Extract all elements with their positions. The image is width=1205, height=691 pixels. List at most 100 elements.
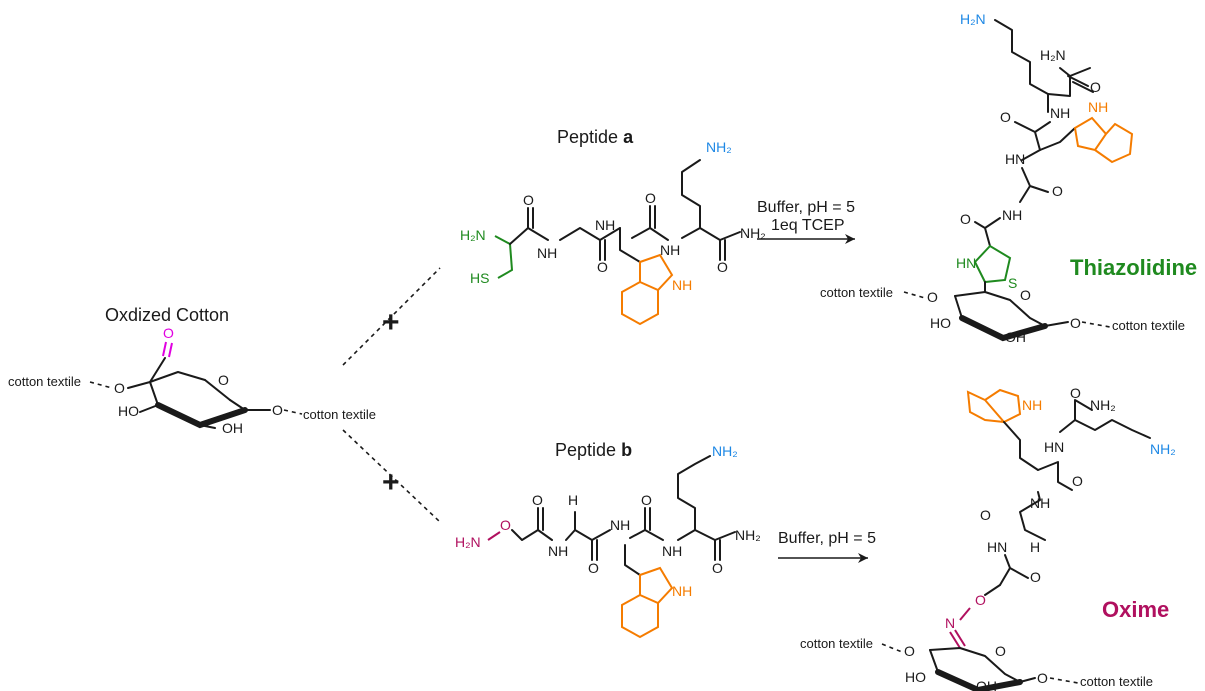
oxime-ho: HO: [905, 669, 926, 685]
cotton-textile-label-right: cotton textile: [303, 407, 376, 422]
peptide-a-backbone: [509, 205, 726, 261]
oxime-nh-2: NH: [1030, 495, 1050, 511]
carbonyl-o-3: O: [645, 190, 656, 206]
peptide-b-lys-amine: NH₂: [712, 443, 738, 459]
ho-bond: [139, 404, 159, 413]
plus-sign-top: +: [382, 306, 400, 339]
prod-a-ring-o: O: [1020, 287, 1031, 303]
oxime-oh: OH: [976, 678, 997, 691]
peptide-b-label: Peptide b: [555, 440, 632, 460]
oxime-o-left: O: [904, 643, 915, 659]
prod-a-o-left: O: [927, 289, 938, 305]
peptide-b-nh1: NH: [548, 543, 568, 559]
peptide-b-structure: Peptide b H₂N O O NH H O NH O NH O NH₂ N…: [455, 440, 761, 639]
oxime-indole: [966, 388, 1022, 424]
prod-a-nh-2: HN: [1005, 151, 1025, 167]
peptide-b-trp-ch2: [624, 544, 641, 576]
oxime-nh-3: HN: [987, 539, 1007, 555]
prod-a-indole: [1073, 116, 1134, 164]
aminooxy-nh2: H₂N: [455, 534, 481, 550]
peptide-b-nh3: NH: [662, 543, 682, 559]
trp-ch2: [619, 227, 641, 263]
prod-a-ho: HO: [930, 315, 951, 331]
oxime-backbone-1: [1037, 461, 1073, 491]
plus-sign-bottom: +: [382, 466, 400, 499]
peptide-b-c-term: NH₂: [735, 527, 761, 543]
prod-a-carboxamide: [1047, 67, 1094, 97]
upper-dashed-line: [342, 267, 441, 366]
prod-a-carbonyl-o4: O: [960, 211, 971, 227]
lys-sidechain: [681, 159, 701, 229]
trp-nh: NH: [672, 277, 692, 293]
peptide-b-backbone: [629, 507, 736, 561]
thiazolidine-product: Thiazolidine H₂N H₂N O NH O NH HN O NH O…: [820, 11, 1197, 345]
amide-nh-3: NH: [660, 242, 680, 258]
thiazolidine-label: Thiazolidine: [1070, 255, 1197, 280]
prod-a-o-right: O: [1070, 315, 1081, 331]
oxime-nh-1: HN: [1044, 439, 1064, 455]
prod-a-sugar-side: [954, 295, 963, 319]
peptide-b-gly: [565, 511, 611, 561]
oxime-c-term: NH₂: [1090, 397, 1116, 413]
prod-a-sugar-bold: [959, 315, 1048, 342]
o-right-label: O: [272, 402, 283, 418]
oxime-backbone-2: [1019, 491, 1046, 541]
oxime-cotton-right: cotton textile: [1080, 674, 1153, 689]
bottom-arrow-head: [858, 553, 868, 563]
oxime-indole-nh: NH: [1022, 397, 1042, 413]
aminooxy-o: O: [500, 517, 511, 533]
carbonyl-o-4: O: [717, 259, 728, 275]
peptide-a-structure: Peptide a H₂N HS O NH O NH O NH O NH₂ NH…: [460, 127, 766, 326]
o-link-bond: [127, 381, 151, 389]
oxime-on-bond: [959, 607, 971, 621]
o-link-label: O: [114, 380, 125, 396]
cys-thiol: HS: [470, 270, 489, 286]
peptide-b-indole-nh: NH: [672, 583, 692, 599]
ring-oxygen: O: [218, 372, 229, 388]
oxime-n: N: [945, 615, 955, 631]
peptide-a-label: Peptide a: [557, 127, 634, 147]
oxime-carbonyl-o1: O: [1070, 385, 1081, 401]
prod-a-o-right-bond: [1044, 321, 1069, 327]
bottom-reaction: Buffer, pH = 5: [778, 530, 876, 563]
peptide-b-carbonyl-o2: O: [588, 560, 599, 576]
peptide-b-carbonyl-o4: O: [712, 560, 723, 576]
amide-nh-1: NH: [537, 245, 557, 261]
peptide-b-lys-chain: [677, 455, 711, 531]
oxime-carbonyl-o2: O: [1072, 473, 1083, 489]
oxime-dash-left: [881, 643, 903, 653]
oxime-label: Oxime: [1102, 597, 1169, 622]
cys-amine: H₂N: [460, 227, 486, 243]
oxime-carbonyl-o3: O: [980, 507, 991, 523]
oxime-sugar-ring: [929, 647, 1021, 683]
oxime-dash-right: [1049, 677, 1079, 684]
prod-a-oh: OH: [1005, 329, 1026, 345]
prod-a-sugar-ring: [954, 281, 1046, 327]
bottom-condition-line1: Buffer, pH = 5: [778, 530, 876, 547]
oxime-ring-o: O: [995, 643, 1006, 659]
top-reaction: Buffer, pH = 5 1eq TCEP: [757, 199, 855, 244]
aldehyde-bond: [149, 357, 166, 383]
prod-a-trp-ch2: [1039, 127, 1076, 151]
thiazolidine-ring: [973, 244, 1012, 284]
oxime-o: O: [975, 592, 986, 608]
oxime-backbone-3: [999, 554, 1029, 586]
c-term-bond: [719, 231, 741, 241]
oh-label: OH: [222, 420, 243, 436]
cotton-textile-label: cotton textile: [8, 374, 81, 389]
prod-a-dash-left: [903, 291, 926, 299]
carbonyl-o-1: O: [523, 192, 534, 208]
peptide-b-indole: [621, 566, 674, 639]
oxime-lys-amine: NH₂: [1150, 441, 1176, 457]
peptide-b-nh2: NH: [610, 517, 630, 533]
oxime-o-right: O: [1037, 670, 1048, 686]
cys-sidechain: [494, 235, 514, 279]
prod-a-backbone-2: [1019, 167, 1049, 203]
trp-indole: [621, 253, 674, 326]
prod-a-nh-1: NH: [1050, 105, 1070, 121]
oxime-double-bond: [949, 629, 966, 649]
oxime-sugar-bold: [935, 669, 1023, 691]
oxime-ch2: [984, 584, 1001, 596]
oxidized-cotton-structure: Oxdized Cotton O O HO OH O cotton textil…: [8, 305, 376, 436]
